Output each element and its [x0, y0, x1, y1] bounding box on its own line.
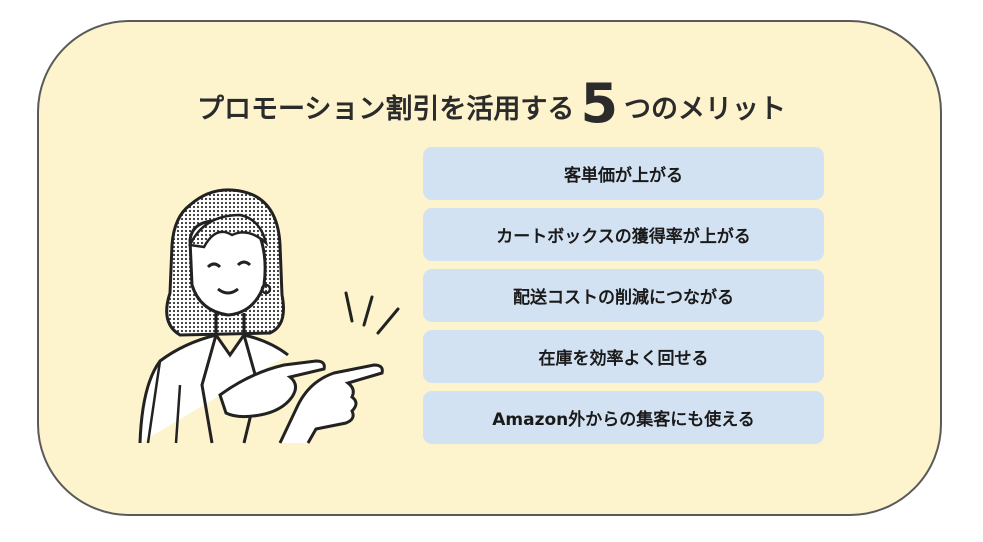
title-prefix: プロモーション割引を活用する [196, 94, 575, 125]
benefit-item: 客単価が上がる [423, 147, 824, 200]
benefit-list: 客単価が上がる カートボックスの獲得率が上がる 配送コストの削減につながる 在庫… [423, 147, 824, 452]
title-suffix: つのメリット [624, 94, 787, 125]
benefit-item: カートボックスの獲得率が上がる [423, 208, 824, 261]
title-number: 5 [580, 72, 619, 135]
benefit-item: 配送コストの削減につながる [423, 269, 824, 322]
pointing-woman-icon [138, 188, 400, 444]
benefit-item: 在庫を効率よく回せる [423, 330, 824, 383]
benefit-item: Amazon外からの集客にも使える [423, 391, 824, 444]
